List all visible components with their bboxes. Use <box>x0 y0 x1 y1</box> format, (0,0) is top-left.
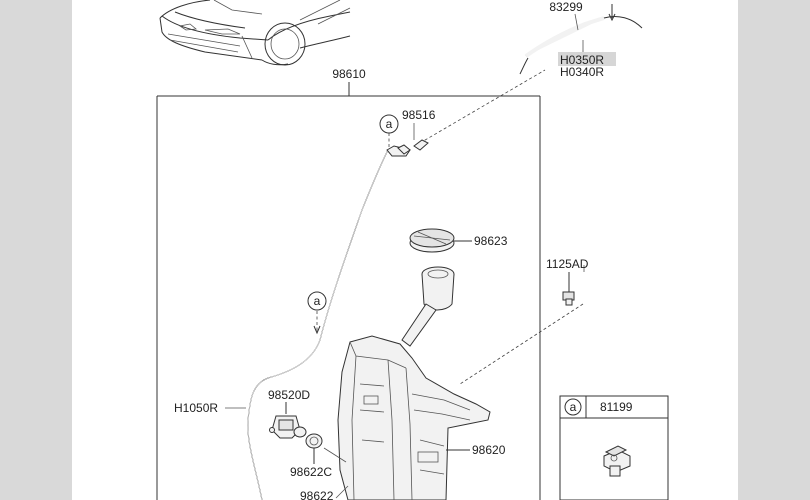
label-98520d: 98520D <box>268 388 310 402</box>
label-98516: 98516 <box>402 108 436 122</box>
callout-a-mid: a <box>307 291 327 311</box>
label-83299: 83299 <box>549 0 583 14</box>
label-h0350r: H0350R <box>560 53 604 67</box>
reservoir-tank <box>337 266 491 500</box>
upper-hose-group <box>519 4 643 75</box>
label-h0340r: H0340R <box>560 65 604 79</box>
washer-pump <box>269 402 307 439</box>
label-98622: 98622 <box>300 489 334 500</box>
label-98610: 98610 <box>332 67 366 81</box>
svg-text:a: a <box>314 294 321 308</box>
svg-text:a: a <box>386 117 393 131</box>
washer-hose-line <box>247 69 546 500</box>
bolt <box>459 272 584 385</box>
vehicle-illustration <box>159 0 351 66</box>
callout-a-inset: a <box>564 398 582 416</box>
grommet-98622c <box>305 433 349 499</box>
label-h1050r: H1050R <box>174 401 218 415</box>
label-81199: 81199 <box>600 400 633 414</box>
clip-part <box>603 445 631 477</box>
filler-cap <box>409 228 472 253</box>
callout-a-top: a <box>379 114 399 134</box>
highlight-h0350r <box>558 52 616 66</box>
assembly-bracket <box>156 82 541 500</box>
label-98622c: 98622C <box>290 465 332 479</box>
label-98620: 98620 <box>472 443 506 457</box>
inset-box <box>559 395 669 500</box>
label-98623: 98623 <box>474 234 508 248</box>
svg-text:a: a <box>570 400 577 414</box>
label-1125ad: 1125AD <box>546 257 589 271</box>
